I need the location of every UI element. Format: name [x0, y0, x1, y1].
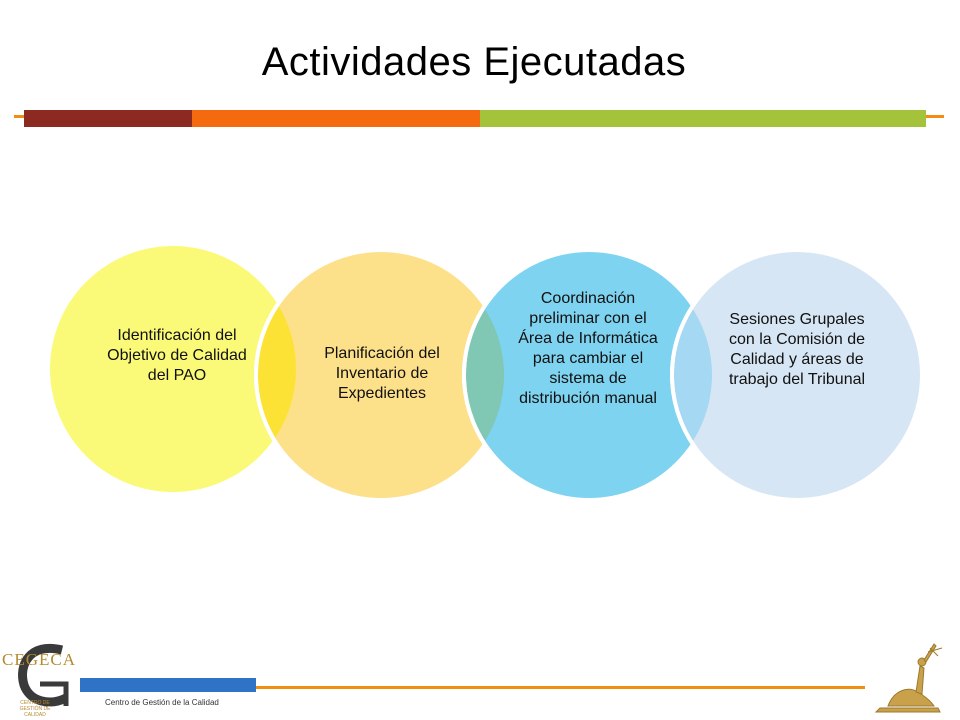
activity-label-2: Planificación del Inventario de Expedien… [324, 345, 440, 402]
slide-title: Actividades Ejecutadas [261, 40, 687, 84]
header-bar-segment-orange [192, 110, 480, 127]
logo-subtext: CENTRO DE GESTIÓN DE CALIDAD [19, 700, 51, 718]
footer-org-name: Centro de Gestión de la Calidad [105, 698, 219, 707]
activity-label-3: Coordinación preliminar con el Área de I… [518, 290, 658, 407]
activity-label-4: Sesiones Grupales con la Comisión de Cal… [728, 311, 866, 388]
activity-label-1: Identificación del Objetivo de Calidad d… [107, 327, 247, 384]
footer-blue-bar [60, 678, 256, 692]
cegeca-logo-icon [0, 640, 80, 720]
activity-circle-4 [670, 248, 924, 502]
logo-wordmark: CEGECA [2, 650, 76, 669]
header-bar-segment-red [24, 110, 192, 127]
header-bar-segment-green [480, 110, 926, 127]
footer-rule-line [60, 686, 865, 689]
justice-statue-icon [874, 643, 943, 713]
